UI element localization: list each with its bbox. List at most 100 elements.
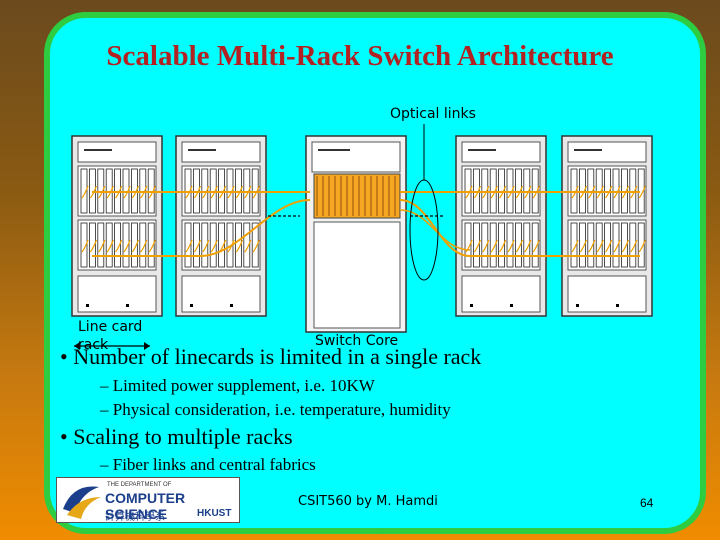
- line-card: [531, 222, 539, 268]
- bullet-2: • Scaling to multiple racks: [60, 424, 293, 449]
- card-fiber: [252, 239, 260, 253]
- line-card: [80, 222, 88, 268]
- rack-power: [567, 275, 647, 313]
- card-fiber: [123, 239, 131, 253]
- card-fiber: [106, 239, 114, 253]
- card-fiber: [605, 239, 613, 253]
- bullet-1-sub-1-text: Limited power supplement, i.e. 10KW: [112, 376, 375, 395]
- logo-line-3: 計算機科學系: [105, 512, 165, 523]
- power-led: [576, 304, 579, 307]
- card-fiber: [140, 239, 148, 253]
- card-fiber: [131, 239, 139, 253]
- power-led: [86, 304, 89, 307]
- bullet-1-text: Number of linecards is limited in a sing…: [73, 344, 482, 369]
- line-card: [97, 222, 105, 268]
- card-fiber: [482, 239, 490, 253]
- card-fiber: [81, 185, 89, 199]
- line-card: [604, 222, 611, 268]
- power-led: [190, 304, 193, 307]
- line-card: [637, 222, 645, 268]
- card-fiber: [244, 239, 252, 253]
- line-card-rack-3: [455, 135, 547, 317]
- line-card: [523, 222, 531, 268]
- power-led: [510, 304, 513, 307]
- line-card: [489, 222, 497, 268]
- power-led: [616, 304, 619, 307]
- line-card: [184, 222, 192, 268]
- slide-title: Scalable Multi-Rack Switch Architecture: [106, 40, 614, 72]
- line-card: [234, 222, 242, 268]
- optical-links-highlight: [409, 179, 439, 281]
- line-card: [209, 222, 217, 268]
- line-card: [192, 222, 200, 268]
- bullet-1-sub-2: – Physical consideration, i.e. temperatu…: [100, 400, 451, 419]
- line-card: [595, 222, 603, 268]
- card-fiber: [638, 239, 646, 253]
- department-logo: THE DEPARTMENT OF COMPUTER SCIENCE 計算機科學…: [56, 477, 240, 523]
- card-fiber: [81, 239, 89, 253]
- rack-power: [181, 275, 261, 313]
- logo-line-4: HKUST: [197, 508, 232, 519]
- card-fiber: [115, 239, 123, 253]
- line-card-rack-4: [561, 135, 653, 317]
- rack-header: [77, 141, 157, 163]
- switch-core-rack: [305, 135, 407, 333]
- rack-header: [181, 141, 261, 163]
- bullet-1: • Number of linecards is limited in a si…: [60, 344, 482, 369]
- racks-group: [71, 135, 653, 333]
- footer-author: CSIT560 by M. Hamdi: [298, 494, 438, 509]
- line-card: [89, 222, 96, 268]
- card-fiber: [227, 239, 235, 253]
- line-card: [147, 222, 155, 268]
- line-card: [472, 222, 480, 268]
- card-fiber: [524, 239, 532, 253]
- optical-link: [399, 209, 471, 251]
- switch-header: [311, 141, 401, 173]
- line-card-rack-1: [71, 135, 163, 317]
- card-fiber: [532, 239, 540, 253]
- switch-fabric: [313, 173, 401, 219]
- card-fiber: [515, 239, 523, 253]
- power-led: [126, 304, 129, 307]
- card-fiber: [621, 239, 629, 253]
- card-fiber: [588, 239, 596, 253]
- line-card-rack-label: Line card rack: [78, 319, 143, 353]
- card-fiber: [473, 239, 481, 253]
- line-card: [130, 222, 138, 268]
- card-fiber: [507, 239, 515, 253]
- rack-power: [77, 275, 157, 313]
- bullet-2-sub-1: – Fiber links and central fabrics: [100, 455, 316, 474]
- line-card: [105, 222, 113, 268]
- switch-core-label: Switch Core: [315, 333, 399, 349]
- card-fiber: [98, 239, 106, 253]
- line-card: [506, 222, 514, 268]
- line-card-rack-2: [175, 135, 267, 317]
- line-card: [139, 222, 147, 268]
- card-fiber: [148, 239, 156, 253]
- line-card: [621, 222, 628, 268]
- optical-link: [199, 199, 311, 257]
- logo-line-2: COMPUTER SCIENCE: [105, 490, 186, 522]
- card-fiber: [89, 239, 97, 253]
- card-fiber: [613, 239, 621, 253]
- rack-header: [461, 141, 541, 163]
- optical-links-group: [74, 124, 640, 350]
- bullet-2-sub-1-text: Fiber links and central fabrics: [112, 455, 316, 474]
- line-card: [122, 222, 130, 268]
- line-card: [498, 222, 506, 268]
- power-led: [470, 304, 473, 307]
- bullet-1-sub-2-text: Physical consideration, i.e. temperature…: [112, 400, 451, 419]
- card-fiber: [490, 239, 498, 253]
- card-fiber: [630, 239, 638, 253]
- card-fiber: [638, 185, 646, 199]
- line-card: [114, 222, 121, 268]
- page-number: 64: [640, 496, 654, 510]
- line-card: [515, 222, 522, 268]
- card-fiber: [210, 239, 218, 253]
- card-fiber: [579, 239, 587, 253]
- card-fiber: [571, 239, 579, 253]
- line-card: [629, 222, 637, 268]
- card-fiber: [499, 239, 507, 253]
- card-fiber: [193, 239, 201, 253]
- line-card: [251, 222, 259, 268]
